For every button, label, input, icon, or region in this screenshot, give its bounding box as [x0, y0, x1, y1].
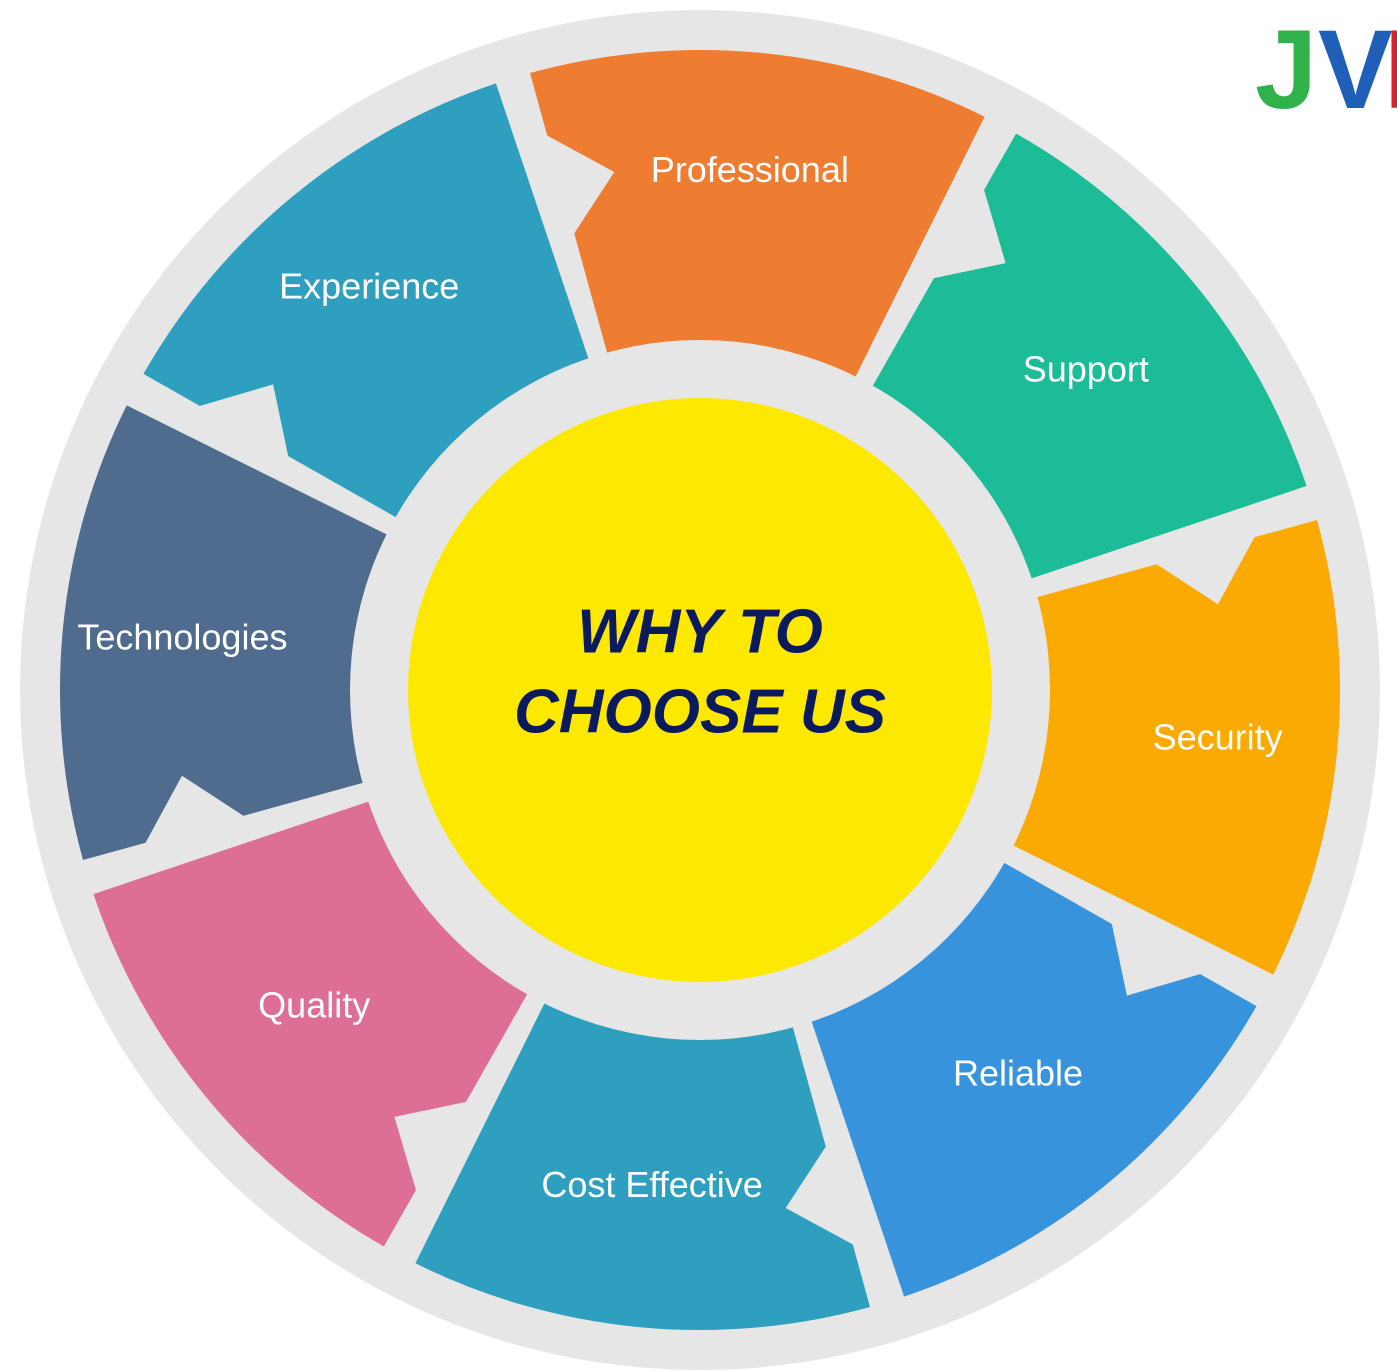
segment-notch-technologies: [142, 775, 248, 849]
segments-group: Technologies Experience ProfessionalSuppor…: [59, 49, 1341, 1331]
segment-professional: [530, 49, 985, 395]
segment-notch-support: [928, 183, 1006, 280]
segment-label-security: Security: [1153, 716, 1283, 757]
segment-label-cost-effective: Cost Effective: [541, 1164, 762, 1205]
segment-label-reliable: Reliable: [953, 1052, 1083, 1093]
segment-label-professional: Professional: [651, 149, 849, 190]
segment-label-support: Support: [1023, 349, 1149, 390]
segment-notch-experience: [193, 384, 290, 462]
logo-letter-v: V: [1318, 7, 1393, 132]
segment-notch-reliable: [1110, 918, 1207, 996]
center-circle: [408, 398, 992, 982]
center-title-line2: CHOOSE US: [514, 677, 886, 746]
segment-security: [995, 520, 1341, 975]
segment-notch-security: [1152, 531, 1258, 605]
segment-label-experience: Experience: [279, 265, 459, 306]
segment-label-technologies: Technologies: [77, 617, 287, 658]
logo-letter-r: R: [1384, 7, 1397, 132]
segment-label-quality: Quality: [258, 985, 370, 1026]
company-logo: J V R: [1255, 7, 1397, 132]
segment-notch-quality: [394, 1100, 472, 1197]
segment-technologies: [59, 405, 405, 860]
segment-cost-effective: [415, 985, 870, 1331]
center-title-line1: WHY TO: [577, 597, 823, 666]
logo-letter-j: J: [1255, 7, 1317, 132]
segment-notch-professional: [541, 132, 615, 238]
segment-notch-cost-effective: [785, 1142, 859, 1248]
